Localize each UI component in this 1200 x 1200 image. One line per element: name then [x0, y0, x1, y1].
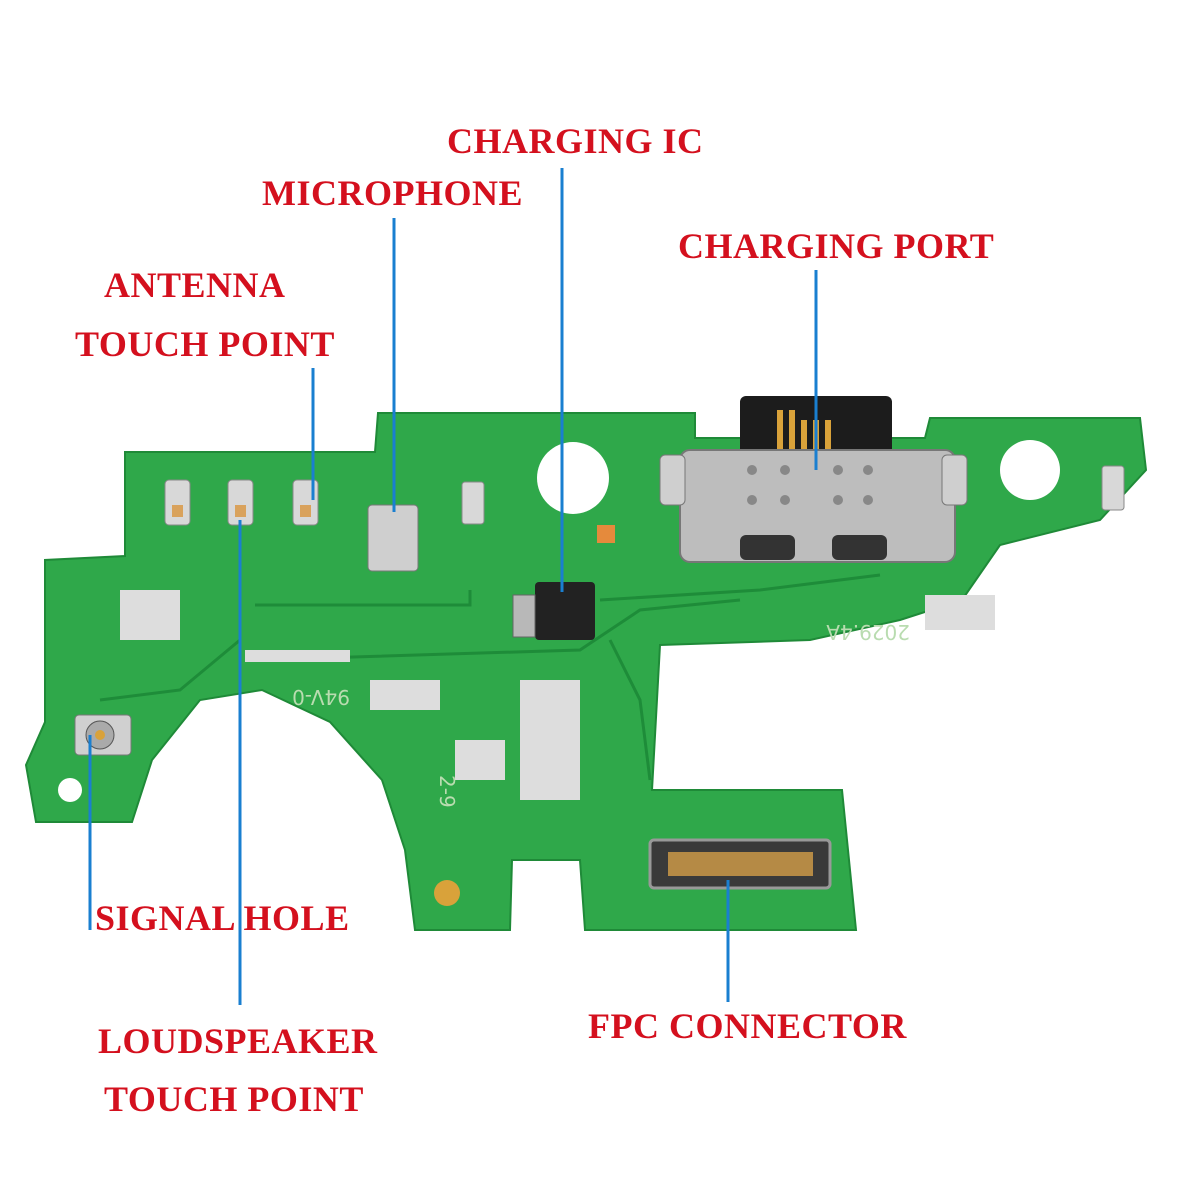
label-charging-port: CHARGING PORT — [678, 226, 995, 266]
touch-points — [164, 465, 1125, 526]
label-antenna-line2: TOUCH POINT — [75, 324, 335, 364]
label-microphone: MICROPHONE — [262, 173, 523, 213]
charging-port-component — [659, 396, 968, 563]
mount-hole — [58, 778, 82, 802]
leader-lines — [88, 168, 818, 1005]
silkscreen-code1: 2029.4A — [826, 620, 910, 644]
signal-hole-connector — [74, 714, 132, 756]
fpc-connector-component — [648, 838, 832, 890]
pad — [597, 525, 615, 543]
label-signal-hole: SIGNAL HOLE — [95, 898, 350, 938]
label-loudspeaker-line2: TOUCH POINT — [104, 1079, 364, 1119]
microphone-component — [367, 504, 419, 572]
mount-hole — [537, 442, 609, 514]
label-charging-ic: CHARGING IC — [447, 121, 704, 161]
smd-components — [120, 590, 995, 800]
test-pad — [434, 880, 460, 906]
traces — [99, 573, 881, 781]
mount-hole — [1000, 440, 1060, 500]
silkscreen-code3: 2-9 — [435, 775, 459, 808]
label-antenna-line1: ANTENNA — [104, 265, 286, 305]
label-fpc-connector: FPC CONNECTOR — [588, 1006, 907, 1046]
charging-ic-chip — [535, 582, 595, 640]
label-loudspeaker-line1: LOUDSPEAKER — [98, 1021, 378, 1061]
capacitor — [512, 594, 536, 638]
silkscreen-code2: 94V-0 — [292, 685, 350, 709]
